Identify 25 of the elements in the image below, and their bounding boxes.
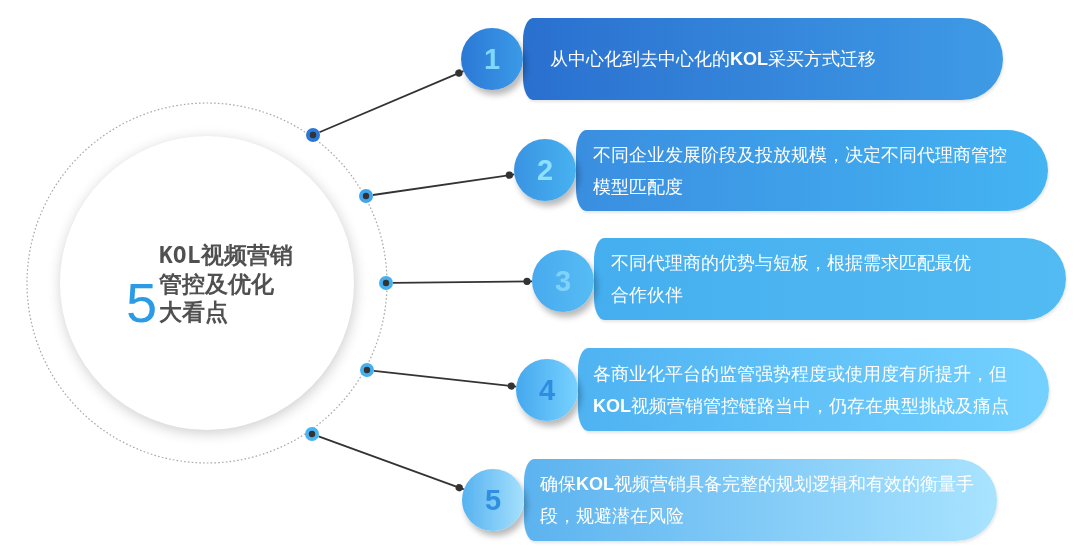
connector-line <box>373 369 518 390</box>
rounded-banner <box>523 18 1003 100</box>
big-number: 5 <box>126 275 158 331</box>
dot-icon <box>305 427 319 441</box>
item-text: 不同企业发展阶段及投放规模，决定不同代理商管控模型匹配度 <box>593 143 1008 199</box>
rounded-banner <box>576 130 1048 211</box>
item-text: 从中心化到去中心化的KOL采买方式迁移 <box>550 48 877 71</box>
dot-icon <box>379 276 393 290</box>
number-circle: 2 <box>514 139 576 201</box>
connector-line <box>372 171 516 196</box>
connector-line <box>317 435 465 492</box>
heading-text: KOL视频营销管控及优化大看点 <box>159 241 294 327</box>
rounded-banner <box>524 459 997 541</box>
rounded-banner <box>594 238 1066 320</box>
number-circle: 5 <box>462 469 524 531</box>
item-text: 各商业化平台的监管强势程度或使用度有所提升，但KOL视频营销管控链路当中，仍存在典型挑战及痛点 <box>593 362 1010 418</box>
connector-line <box>392 277 533 285</box>
dot-icon <box>306 128 320 142</box>
dot-icon <box>360 363 374 377</box>
dot-icon <box>359 189 373 203</box>
item-text: 确保KOL视频营销具备完整的规划逻辑和有效的衡量手段，规避潜在风险 <box>540 473 975 528</box>
number-circle: 1 <box>461 28 523 90</box>
rounded-banner <box>578 348 1049 431</box>
connector-line <box>318 69 465 134</box>
item-text: 不同代理商的优势与短板，根据需求匹配最优合作伙伴 <box>611 252 972 307</box>
